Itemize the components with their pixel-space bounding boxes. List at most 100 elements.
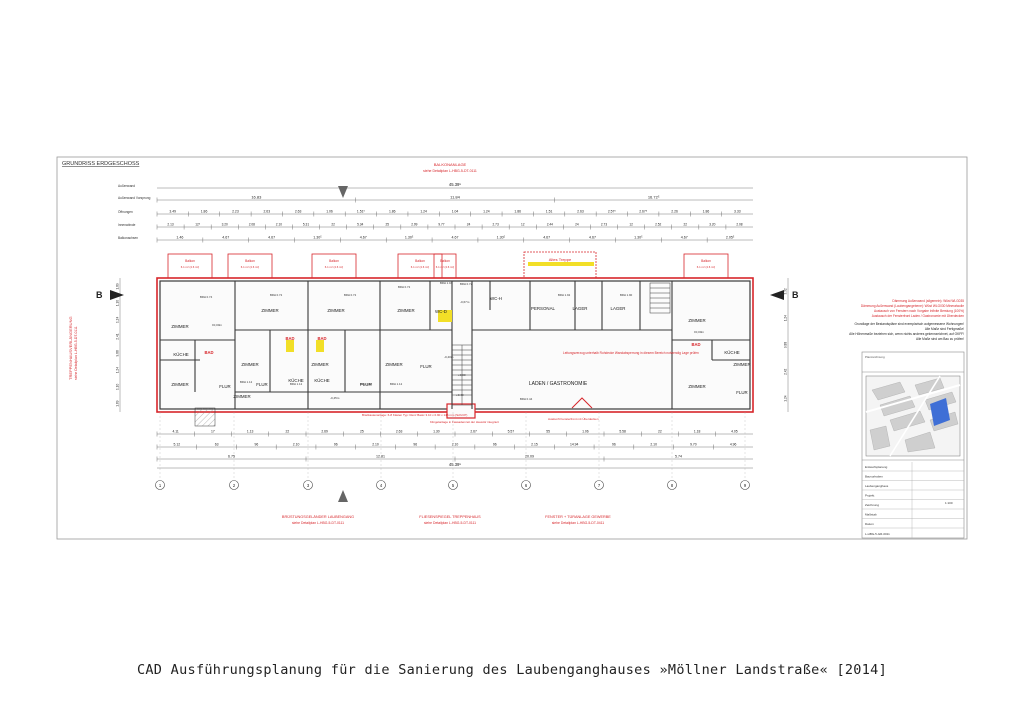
top-note-sub: siehe Detailplan L-HBG-5-DT-0111 — [423, 169, 477, 173]
dimension-value: 25 — [360, 430, 364, 434]
dimension-value: 12 — [521, 223, 525, 227]
red-note-wiring: Leitungsverzug unterhalb Rohdecke Wandab… — [563, 351, 699, 355]
axis-label: 5 — [452, 483, 455, 488]
legend-red-line: Dämmung Außenwand (Laubengangebene): Wüs… — [861, 304, 964, 308]
dimension-value: 4.67 — [543, 236, 550, 240]
dimension-value: 17 — [211, 430, 215, 434]
room-label: FLUR — [256, 382, 267, 387]
dimension-value: 4.96 — [730, 443, 737, 447]
dimension-value: 96 — [254, 443, 258, 447]
dimension-value: 55 — [546, 430, 550, 434]
balcony-area: 6.1 m² (4.6 m²) — [436, 265, 455, 269]
dimension-value: 11.84 — [450, 195, 460, 200]
dimension-value: 2.08 — [249, 223, 255, 227]
dimension-value: 3.33 — [734, 210, 741, 214]
axis-label: 8 — [671, 483, 674, 488]
room-label: LADEN / GASTRONOMIE — [529, 381, 588, 387]
dimension-value: 2.63 — [577, 210, 584, 214]
axis-label: 4 — [380, 483, 383, 488]
dimension-value: 1.30⁵ — [634, 236, 643, 240]
dimension-value: 9.77 — [438, 223, 444, 227]
dimension-value: 4.67 — [681, 236, 688, 240]
dimension-value: 4.67 — [222, 236, 229, 240]
brh-note: BRH 1.90 — [620, 293, 633, 297]
dimension-value: 2.99 — [411, 223, 417, 227]
dimension-value: 1.24 — [784, 315, 788, 321]
room-label: ZIMMER — [688, 384, 705, 389]
balcony-label: Balkon — [329, 259, 339, 263]
drawing-title: GRUNDRISS ERDGESCHOSS — [62, 161, 140, 167]
dimension-value: 2.63 — [396, 430, 403, 434]
svg-text:siehe Detailplan L-HBG-5-DT-01: siehe Detailplan L-HBG-5-DT-0111 — [292, 521, 344, 525]
dimension-value: 5.58 — [619, 430, 626, 434]
axis-label: 2 — [233, 483, 236, 488]
level-marker: +0,00 — [458, 373, 466, 377]
axis-label: 1 — [159, 483, 162, 488]
dimension-value: 3.49 — [169, 210, 176, 214]
dimension-value: 12⁵ — [195, 223, 201, 227]
dimension-value: 1.06 — [582, 430, 589, 434]
dimension-value: 5.57 — [508, 430, 515, 434]
dimension-value: 2.52 — [655, 223, 661, 227]
balcony-area: 6.1 m² (4.6 m²) — [181, 265, 200, 269]
dimension-row-label: Balkonachsen — [118, 236, 138, 240]
bottom-notes: BRÜSTUNGSGELÄNDER LAUBENGANG siehe Detai… — [282, 515, 611, 525]
room-label: ZIMMER — [241, 362, 258, 367]
room-label: ZIMMER — [171, 382, 188, 387]
dimension-value: 4.05 — [731, 430, 738, 434]
legend-black-line: Alle Maße sind am Bau zu prüfen! — [916, 337, 964, 341]
room-label: FLUR — [736, 390, 747, 395]
dimension-value: 2.08 — [736, 223, 742, 227]
dimension-value: 2.10 — [452, 443, 459, 447]
dimension-value: 96 — [334, 443, 338, 447]
dimension-value: 4.11 — [172, 430, 178, 434]
balcony-label: Balkon — [440, 259, 450, 263]
dimension-value: 2.63 — [295, 210, 302, 214]
dimension-value: 3.20 — [222, 223, 228, 227]
dimension-value: 1.24 — [784, 395, 788, 401]
dimension-value: 22 — [683, 223, 687, 227]
old-stair-label: Altes Treppe — [549, 257, 572, 262]
dimension-value: 1.24 — [483, 210, 490, 214]
title-block-row: Bauvorhaben — [865, 475, 883, 479]
room-label: ZIMMER — [261, 308, 278, 313]
balconies: Balkon 6.1 m² (4.6 m²) Balkon 6.1 m² (4.6 m… — [167, 251, 729, 279]
dimension-value: 1.06 — [326, 210, 333, 214]
axis-bubble — [594, 480, 604, 490]
legend-red-line: Austausch von Fenstern nach Vorgabe Infi… — [874, 309, 964, 313]
dimension-value: 1.30⁵ — [405, 236, 414, 240]
room-label: ZIMMER — [233, 394, 250, 399]
brh-note: BRH 1.12 — [240, 380, 253, 384]
dimension-value: 9.88 — [784, 342, 788, 348]
brh-note: BRH 1.12 — [360, 382, 373, 386]
axis-label: 3 — [307, 483, 310, 488]
balcony-label: Balkon — [185, 259, 195, 263]
legend-notes: Dämmung Außenwand (allgemein): Wüst WLG0… — [849, 299, 964, 341]
level-marker: ±0,00m — [212, 323, 222, 327]
dimension-value: 2.44 — [547, 223, 553, 227]
axis-bubble — [521, 480, 531, 490]
room-labels: ZIMMER ZIMMER ZIMMER ZIMMER ZIMMER ZIMMER ZIMM… — [171, 296, 750, 399]
room-label: ZIMMER — [688, 318, 705, 323]
svg-text:siehe Detailplan L-HBG-5-DT-01: siehe Detailplan L-HBG-5-DT-0111 — [424, 521, 476, 525]
dimension-value: 4.67 — [360, 236, 367, 240]
section-marker-top — [338, 186, 348, 198]
dimension-value: 1.04 — [452, 210, 459, 214]
dimension-value: 2.63 — [263, 210, 270, 214]
location-map — [865, 375, 961, 457]
dimension-value: 2.67 — [470, 430, 477, 434]
room-label: ZIMMER — [327, 308, 344, 313]
room-label: ZIMMER — [311, 362, 328, 367]
brh-note: BRH 0.72 — [398, 285, 411, 289]
dimension-value: 1.51 — [546, 210, 553, 214]
title-block-row: Zeichnung — [865, 503, 879, 507]
brh-note: BRH 0.72 — [460, 282, 473, 286]
dimension-value: 1.86 — [201, 210, 208, 214]
scale-value: 1:100 — [945, 501, 953, 505]
dimension-value: 1.30 — [433, 430, 440, 434]
dimension-value: 2.10 — [650, 443, 657, 447]
room-label: ZIMMER — [171, 324, 188, 329]
room-label: BAD — [285, 336, 294, 341]
